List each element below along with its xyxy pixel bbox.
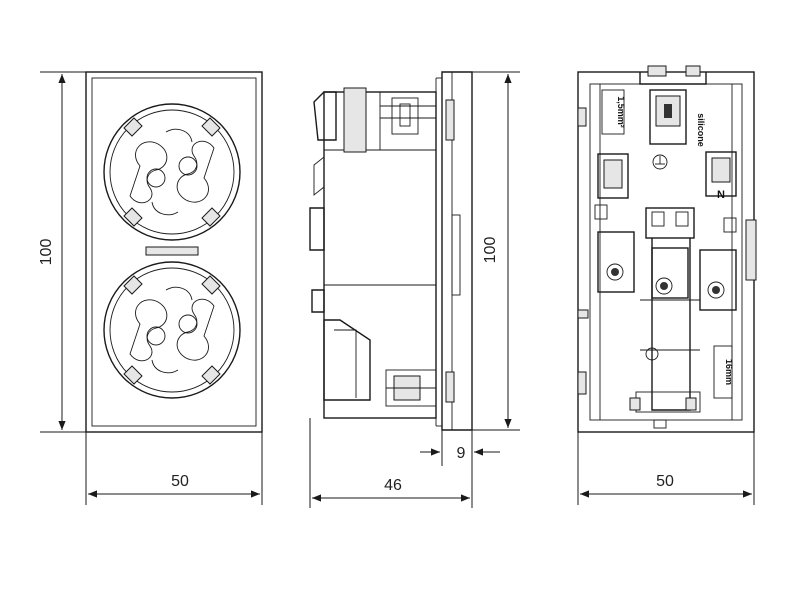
back-view: 1,5mm² silicone N bbox=[577, 65, 757, 505]
front-plate-inner bbox=[91, 77, 257, 427]
socket-top bbox=[103, 103, 241, 241]
terminal-n-label: N bbox=[717, 189, 725, 201]
wire-size-label: 1,5mm² bbox=[616, 96, 626, 128]
screw-right-icon bbox=[707, 281, 725, 299]
material-label: silicone bbox=[696, 113, 706, 147]
front-plate-outline bbox=[85, 71, 263, 433]
side-depth-label: 46 bbox=[384, 477, 402, 494]
screw-centre-icon bbox=[655, 277, 673, 295]
front-width-label: 50 bbox=[171, 473, 189, 490]
front-height-label: 100 bbox=[38, 239, 55, 266]
strip-length-label: 16mm bbox=[724, 359, 734, 385]
side-view: 100 9 46 bbox=[309, 71, 520, 508]
earth-symbol-icon bbox=[652, 154, 668, 170]
screw-left-icon bbox=[606, 263, 624, 281]
side-plate-label: 9 bbox=[457, 445, 466, 462]
side-height-label: 100 bbox=[482, 237, 499, 264]
front-view: 100 50 bbox=[38, 71, 263, 505]
back-width-label: 50 bbox=[656, 473, 674, 490]
socket-divider bbox=[145, 246, 199, 256]
socket-bottom bbox=[103, 261, 241, 399]
